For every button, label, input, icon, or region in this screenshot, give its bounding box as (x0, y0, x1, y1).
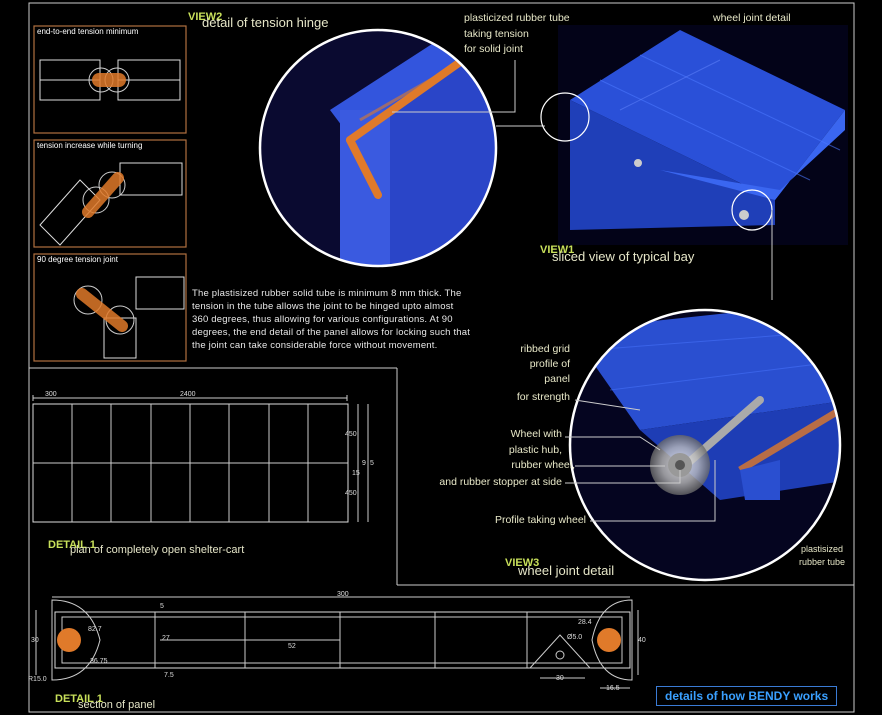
plan-tag: DETAIL 1 (48, 539, 96, 551)
section-dim-27: 27 (162, 635, 170, 642)
section-dim-total: 300 (337, 591, 349, 598)
section-dim-165: 16.5 (606, 685, 620, 692)
title-badge: details of how BENDY works (656, 686, 838, 706)
section-dim-30: 30 (31, 637, 39, 644)
section-dim-36: 36.75 (90, 658, 108, 665)
hinge-box-2 (33, 139, 187, 248)
section-dim-5: 5 (160, 603, 164, 610)
view1-tag: VIEW1 (540, 244, 575, 256)
box1-caption: end-to-end tension minimum (37, 27, 139, 36)
section-dim-82: 82.7 (88, 626, 102, 633)
hinge-box-3 (33, 253, 187, 362)
label-plast-rubber-2: rubber tube (798, 557, 846, 567)
section-title: section of panel (78, 699, 156, 711)
label-wheel-2: plastic hub, (508, 444, 562, 456)
label-profile-wheel: Profile taking wheel (494, 514, 586, 526)
label-wheel-3: rubber wheel, (511, 459, 575, 471)
label-wheel-joint-detail: wheel joint detail (713, 12, 791, 24)
section-drawing (35, 596, 639, 689)
plan-dim-450b: 450 (345, 490, 357, 497)
section-dim-52: 52 (288, 643, 296, 650)
label-ribbed-4: for strength (516, 391, 570, 403)
plan-dim-9: 9 (362, 460, 366, 467)
label-wheel-4: and rubber stopper at side (439, 476, 562, 488)
section-tube-right (597, 628, 621, 652)
plan-dim-total: 2400 (180, 391, 196, 398)
outer-frame (28, 2, 855, 713)
box3-caption: 90 degree tension joint (37, 255, 118, 264)
label-ribbed-3: panel (544, 373, 570, 385)
label-ribbed-1: ribbed grid (520, 343, 570, 355)
view1-title: sliced view of typical bay (552, 249, 695, 264)
hinge-box-1 (33, 25, 187, 134)
section-dim-40: 40 (638, 637, 646, 644)
section-dim-30b: 30 (556, 675, 564, 682)
view2-tag: VIEW2 (188, 11, 223, 23)
box2-caption: tension increase while turning (37, 141, 143, 150)
section-dim-15: R15.0 (28, 676, 47, 683)
section-dim-28: 28.4 (578, 619, 592, 626)
plan-dim-15: 15 (352, 470, 360, 477)
view2-title: detail of tension hinge (202, 15, 329, 30)
label-plast-rubber-1: plastisized (800, 544, 844, 554)
label-wheel-1: Wheel with (510, 428, 562, 440)
plan-dim-5: 5 (370, 460, 374, 467)
hinge-description: The plastisized rubber solid tube is min… (192, 288, 471, 351)
label-rubber-tube: plasticized rubber tube (464, 12, 570, 24)
view2-detail-circle (258, 28, 498, 268)
plan-drawing (32, 395, 369, 523)
section-dim-7: 7.5 (164, 672, 174, 679)
section-tube-left (57, 628, 81, 652)
label-ribbed-2: profile of (529, 358, 570, 370)
label-solid-joint: for solid joint (464, 43, 523, 55)
section-tag: DETAIL 1 (55, 693, 103, 705)
view3-title: wheel joint detail (518, 563, 615, 578)
section-dim-d5: Ø5.0 (567, 634, 583, 641)
view1-bay-image (540, 25, 848, 245)
view3-detail-circle (568, 308, 842, 582)
plan-dim-450a: 450 (345, 431, 357, 438)
label-taking-tension: taking tension (464, 28, 529, 40)
plan-title: plan of completely open shelter-cart (70, 544, 245, 556)
plan-dim-module: 300 (45, 391, 57, 398)
view3-tag: VIEW3 (505, 557, 540, 569)
